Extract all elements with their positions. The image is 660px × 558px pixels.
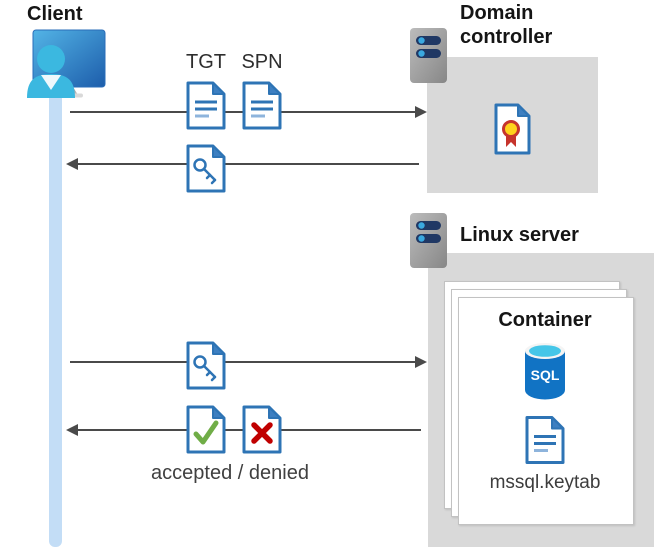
domain-controller-server-icon xyxy=(410,28,447,83)
key-document-icon-2 xyxy=(186,341,226,390)
tgt-label: TGT xyxy=(186,51,226,73)
arrow-dc-to-client-line xyxy=(78,163,419,165)
check-document-icon xyxy=(186,405,226,454)
sql-text: SQL xyxy=(531,367,560,383)
client-lifeline xyxy=(49,86,62,547)
sql-database-icon: SQL xyxy=(525,343,565,400)
keytab-document-icon xyxy=(525,416,565,464)
key-document-icon xyxy=(186,144,226,193)
container-card-front xyxy=(458,297,634,525)
arrow-client-to-linux-head xyxy=(415,356,427,368)
arrow-client-to-linux-line xyxy=(70,361,415,363)
domain-controller-title: Domain controller xyxy=(460,2,553,48)
keytab-filename: mssql.keytab xyxy=(489,472,601,493)
linux-server-icon xyxy=(410,213,447,268)
tgt-document-icon xyxy=(186,81,226,130)
arrow-dc-to-client-head xyxy=(66,158,78,170)
client-title: Client xyxy=(27,3,83,25)
spn-label: SPN xyxy=(241,51,283,73)
container-title: Container xyxy=(498,309,592,331)
arrow-client-to-dc-head xyxy=(415,106,427,118)
accepted-denied-label: accepted / denied xyxy=(151,462,309,484)
arrow-linux-to-client-head xyxy=(66,424,78,436)
user-at-monitor-icon xyxy=(27,29,106,98)
linux-server-title: Linux server xyxy=(460,224,579,246)
certificate-document-icon xyxy=(494,103,531,155)
cross-document-icon xyxy=(242,405,282,454)
spn-document-icon xyxy=(242,81,282,130)
